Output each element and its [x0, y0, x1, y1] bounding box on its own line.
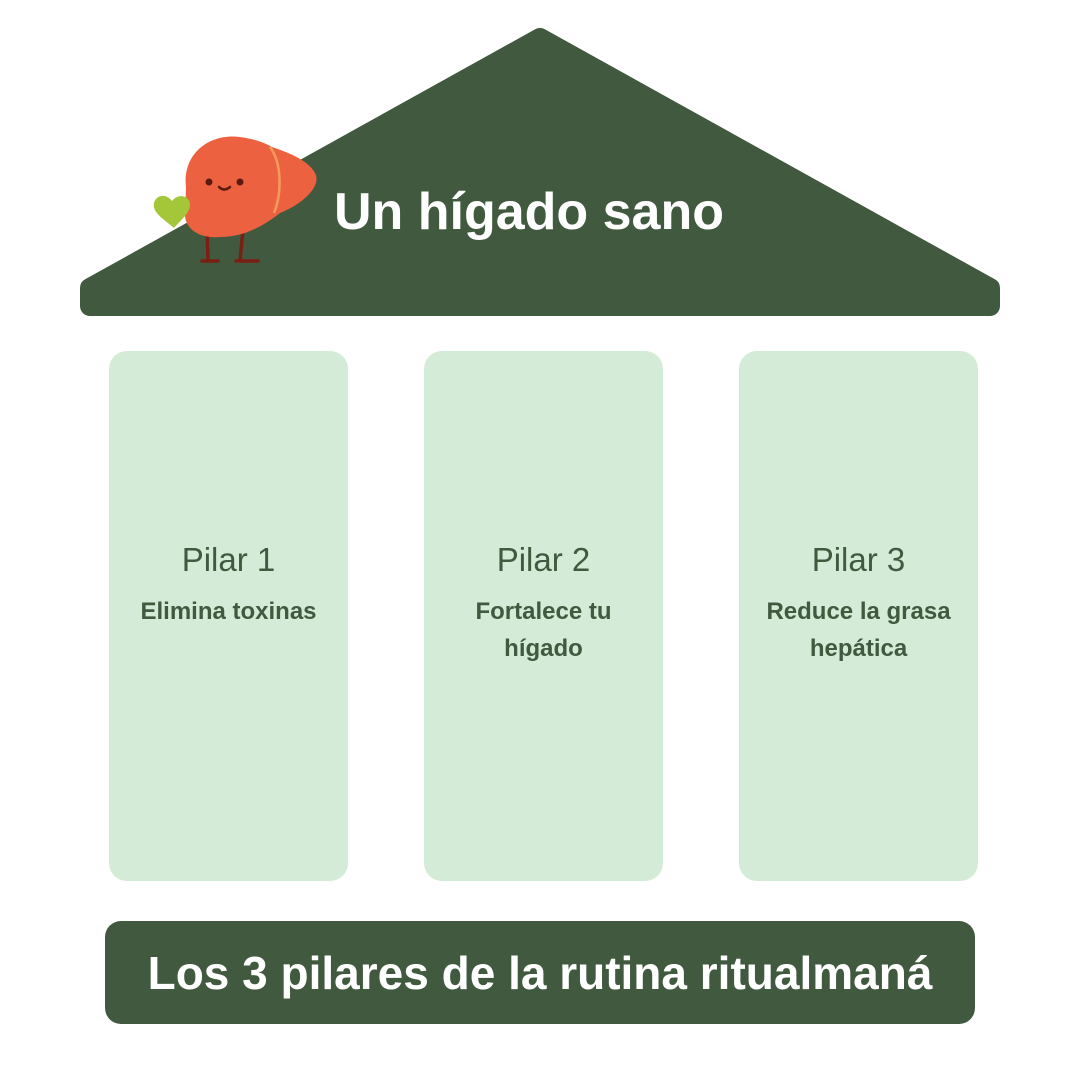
roof-title: Un hígado sano — [334, 183, 724, 241]
bottom-banner: Los 3 pilares de la rutina ritualmaná — [105, 921, 975, 1024]
pillar-description: Elimina toxinas — [140, 598, 317, 625]
pillar-label: Pilar 3 — [811, 541, 906, 578]
liver-mascot-icon — [153, 136, 317, 263]
pillar-description: Fortalece tu hígado — [475, 598, 612, 662]
pillar-3: Pilar 3 Reduce la grasa hepática — [739, 351, 978, 881]
pillar-label: Pilar 2 — [496, 541, 591, 578]
pillar-1: Pilar 1 Elimina toxinas — [109, 351, 348, 881]
pillar-2: Pilar 2 Fortalece tu hígado — [424, 351, 663, 881]
roof — [80, 28, 1000, 316]
pillar-description: Reduce la grasa hepática — [766, 598, 951, 662]
pillar-label: Pilar 1 — [181, 541, 276, 578]
